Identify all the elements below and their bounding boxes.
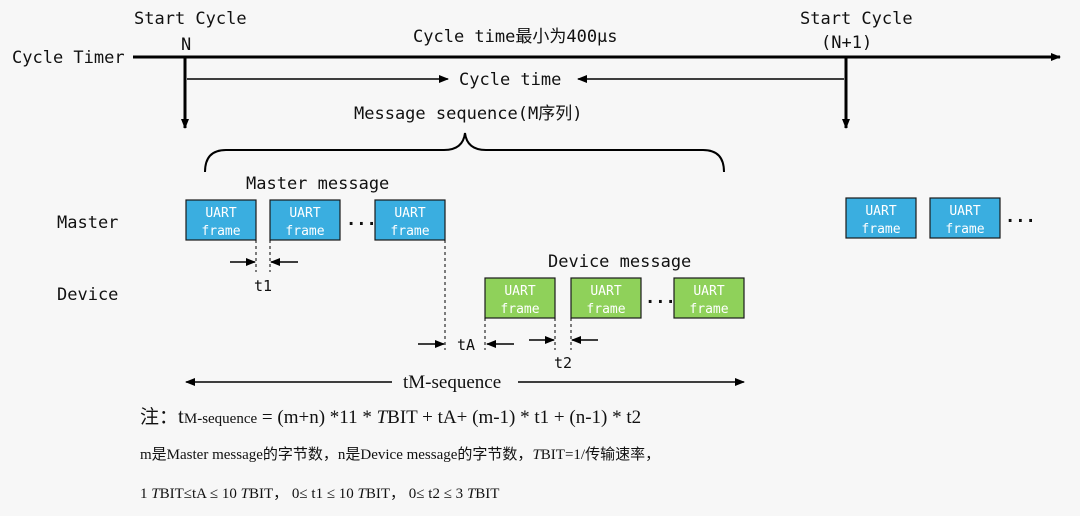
note-formula-sub: M-sequence <box>183 411 258 427</box>
master-ellipsis-next: ... <box>1005 207 1036 227</box>
note-line3-T1: T <box>151 486 160 502</box>
master-frame-2-line1: UART <box>289 206 320 221</box>
device-ellipsis: ... <box>645 288 676 308</box>
note-formula-rest-2: BIT + tA+ (m-1) * t1 + (n-1) * t2 <box>387 407 642 428</box>
note-line3-T2: T <box>240 486 249 502</box>
note-line3-b: BIT≤tA ≤ 10 <box>159 486 241 502</box>
master-frame-3-line1: UART <box>394 206 425 221</box>
device-message-label: Device message <box>548 252 691 272</box>
device-frame-2: UART frame <box>570 277 642 319</box>
master-frame-3: UART frame <box>374 199 446 241</box>
master-frame-1-line2: frame <box>201 224 240 239</box>
note-line2-a: m是Master message的字节数，n是Device message的字节… <box>140 447 533 463</box>
master-frame-next-2-line1: UART <box>949 204 980 219</box>
master-ellipsis-1: ... <box>346 210 377 230</box>
message-sequence-brace <box>204 132 725 173</box>
start-cycle-right-label: Start Cycle <box>800 9 913 29</box>
cycle-time-label: Cycle time <box>459 70 561 90</box>
note-line3-T3: T <box>357 486 366 502</box>
master-frame-next-1-line1: UART <box>865 204 896 219</box>
start-cycle-left-n: N <box>181 35 191 55</box>
master-frame-next-2-line2: frame <box>945 222 984 237</box>
master-frame-next-1-line2: frame <box>861 222 900 237</box>
message-sequence-label: Message sequence(M序列) <box>354 104 582 124</box>
device-frame-3-line2: frame <box>689 302 728 317</box>
cycle-time-min-label: Cycle time最小为400μs <box>413 27 618 47</box>
master-frame-2-line2: frame <box>285 224 324 239</box>
device-frame-1-line2: frame <box>500 302 539 317</box>
master-frame-2: UART frame <box>269 199 341 241</box>
device-frame-2-line2: frame <box>586 302 625 317</box>
note-line2-b: BIT=1/传输速率， <box>540 447 661 463</box>
note-definitions: m是Master message的字节数，n是Device message的字节… <box>140 443 660 464</box>
note-prefix: 注： <box>140 407 179 428</box>
note-formula-t: t <box>178 404 184 428</box>
device-frame-2-line1: UART <box>590 284 621 299</box>
note-formula-rest-1: = (m+n) *11 * <box>257 407 377 428</box>
device-row-label: Device <box>57 285 118 305</box>
tm-sequence-label: tM-sequence <box>403 372 501 393</box>
start-cycle-left-label: Start Cycle <box>134 9 247 29</box>
note-line3-T4: T <box>466 486 476 502</box>
tA-label: tA <box>457 336 475 354</box>
note-constraints: 1 TBIT≤tA ≤ 10 TBIT， 0≤ t1 ≤ 10 TBIT， 0≤… <box>140 482 499 503</box>
device-frame-1: UART frame <box>484 277 556 319</box>
master-frame-3-line2: frame <box>390 224 429 239</box>
note-formula: 注：tM-sequence = (m+n) *11 * TBIT + tA+ (… <box>140 402 641 429</box>
cycle-timer-label: Cycle Timer <box>12 48 125 68</box>
note-line2-T: T <box>532 447 541 463</box>
note-line3-e: BIT <box>475 486 500 502</box>
note-line3-a: 1 <box>140 486 152 502</box>
master-frame-1-line1: UART <box>205 206 236 221</box>
master-message-label: Master message <box>246 174 389 194</box>
device-frame-3: UART frame <box>673 277 745 319</box>
note-formula-T: T <box>376 407 388 428</box>
master-row-label: Master <box>57 213 118 233</box>
device-frame-1-line1: UART <box>504 284 535 299</box>
t1-label: t1 <box>254 277 272 295</box>
start-cycle-right-n: (N+1) <box>821 33 872 53</box>
master-frame-1: UART frame <box>185 199 257 241</box>
note-line3-d: BIT， 0≤ t2 ≤ 3 <box>365 486 467 502</box>
master-frame-next-1: UART frame <box>845 197 917 239</box>
t2-label: t2 <box>554 354 572 372</box>
note-line3-c: BIT， 0≤ t1 ≤ 10 <box>249 486 358 502</box>
master-frame-next-2: UART frame <box>929 197 1001 239</box>
device-frame-3-line1: UART <box>693 284 724 299</box>
